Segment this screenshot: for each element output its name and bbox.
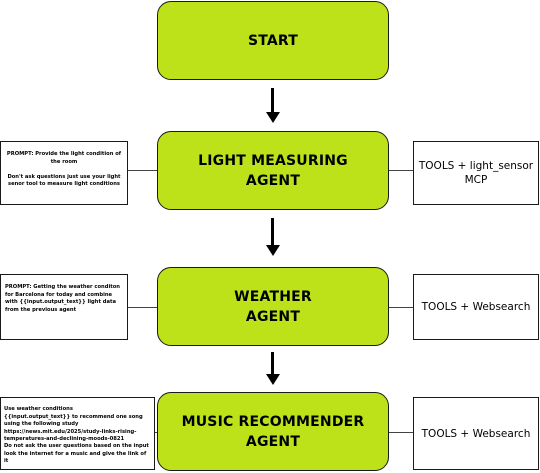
weather-tools-box: TOOLS + Websearch [413,274,539,340]
weather-tools-text: TOOLS + Websearch [421,301,531,313]
connector-music-tools [389,432,413,433]
music-tools-box: TOOLS + Websearch [413,397,539,470]
connector-light-prompt [128,170,157,171]
light-prompt-text: PROMPT: Provide the light condition of t… [6,151,122,188]
light-tools-box: TOOLS + light_sensor MCP [413,141,539,205]
start-node-label: START [247,32,299,49]
music-prompt-box: Use weather conditions {{input.output_te… [0,397,155,470]
music-tools-text: TOOLS + Websearch [421,427,531,440]
weather-agent-node: WEATHER AGENT [157,267,389,346]
weather-prompt-box: PROMPT: Getting the weather conditon for… [0,274,128,340]
connector-weather-tools [389,307,413,308]
light-tools-text: TOOLS + light_sensor MCP [418,160,534,186]
music-prompt-text: Use weather conditions {{input.output_te… [4,406,149,465]
connector-light-tools [389,170,413,171]
start-node: START [157,1,389,80]
music-recommender-agent-label: MUSIC RECOMMENDER AGENT [181,413,365,450]
light-prompt-box: PROMPT: Provide the light condition of t… [0,141,128,205]
connector-weather-prompt [128,307,157,308]
weather-prompt-text: PROMPT: Getting the weather conditon for… [5,284,120,313]
connector-music-prompt [155,432,157,433]
weather-agent-label: WEATHER AGENT [234,288,312,325]
light-measuring-agent-node: LIGHT MEASURING AGENT [157,131,389,210]
music-recommender-agent-node: MUSIC RECOMMENDER AGENT [157,392,389,471]
light-measuring-agent-label: LIGHT MEASURING AGENT [198,152,348,189]
